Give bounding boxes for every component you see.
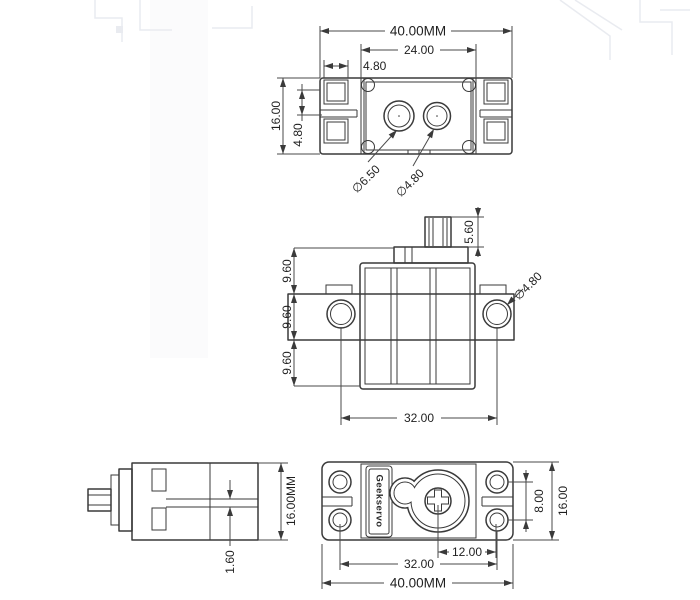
dim-front-seg-mid: 9.60: [280, 305, 294, 329]
front-view: 5.60 9.60 9.60 9.60 ∅4.80 32.0: [280, 207, 545, 425]
bottom-view-outline: [321, 461, 514, 541]
background-traces: [94, 0, 690, 358]
front-view-body: [359, 262, 476, 390]
front-view-shaft: [424, 216, 452, 248]
dim-top-body-width: 24.00: [404, 43, 434, 57]
top-view-wing-squares: [323, 79, 509, 144]
dim-bottom-hole-spacing: 32.00: [404, 557, 434, 571]
bottom-view-label-plate: Geekservo: [365, 465, 393, 538]
dim-front-seg-bottom: 9.60: [280, 351, 294, 375]
dim-top-overall-width: 40.00MM: [390, 24, 446, 39]
dim-bottom-height: 16.00: [556, 486, 570, 516]
dim-front-shaft-height: 5.60: [462, 220, 476, 244]
dim-top-square-offset: 4.80: [291, 123, 305, 147]
top-view-screw-holes: [361, 78, 476, 154]
side-view-shaft: [87, 488, 112, 512]
top-view-outline: [319, 77, 513, 155]
dim-side-height: 16.00MM: [284, 476, 298, 526]
bottom-view-horn: [389, 469, 470, 533]
dim-top-height: 16.00: [269, 101, 283, 131]
front-view-dimensions: 5.60 9.60 9.60 9.60 ∅4.80 32.0: [280, 207, 545, 425]
brand-label: Geekservo: [374, 474, 385, 527]
side-view-body: [131, 462, 259, 541]
label-top-hole-large: ∅6.50: [349, 162, 383, 196]
front-view-cap: [393, 246, 469, 264]
side-view-collar: [110, 468, 133, 532]
dim-side-gap: 1.60: [223, 550, 237, 574]
dim-top-square-width: 4.80: [363, 59, 387, 73]
dim-bottom-shaft-to-hole: 12.00: [452, 545, 482, 559]
dim-front-seg-top: 9.60: [280, 259, 294, 283]
top-view: 40.00MM 24.00 4.80 16.00: [269, 24, 513, 200]
side-view-dimensions: 16.00MM 1.60: [223, 462, 298, 574]
dim-bottom-hole-vertical: 8.00: [532, 489, 546, 513]
dim-front-hole-spacing: 32.00: [404, 411, 434, 425]
label-front-side-hole: ∅4.80: [511, 269, 545, 303]
top-view-shaft-holes: [383, 100, 452, 132]
bottom-view: Geekservo 12.00: [321, 461, 570, 591]
front-view-wing-bar: [287, 284, 515, 341]
bottom-view-dimensions: 12.00 32.00 40.00MM 8.00: [321, 461, 570, 591]
side-view: 16.00MM 1.60: [87, 462, 298, 574]
dim-bottom-overall-width: 40.00MM: [390, 576, 446, 591]
label-top-hole-small: ∅4.80: [393, 166, 427, 200]
